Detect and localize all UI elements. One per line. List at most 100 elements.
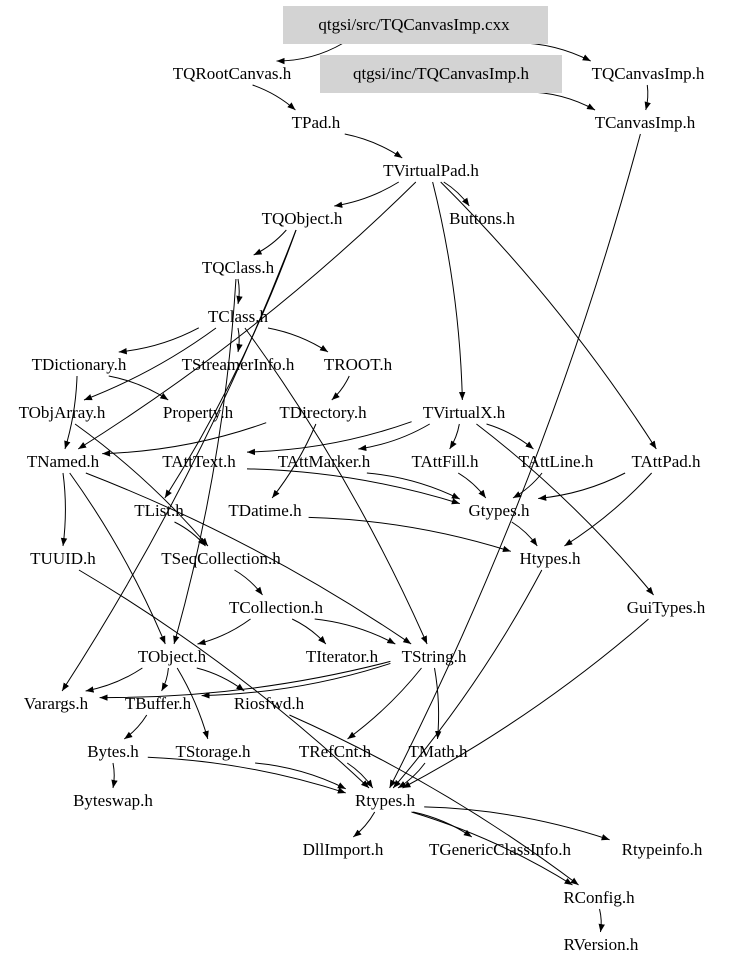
node-tattpad[interactable]: TAttPad.h xyxy=(632,452,701,471)
edge-tdictionary-to-property xyxy=(108,375,169,401)
edge-incimp-to-tcanvasimp xyxy=(520,91,596,111)
node-highlight-box xyxy=(283,6,548,44)
node-label: qtgsi/src/TQCanvasImp.cxx xyxy=(318,15,510,34)
node-tmath[interactable]: TMath.h xyxy=(408,742,468,761)
edge-tvirtualpad-to-buttons xyxy=(443,181,470,207)
node-label: TAttMarker.h xyxy=(278,452,371,471)
node-tseqcollection[interactable]: TSeqCollection.h xyxy=(161,549,281,568)
node-tobjarray[interactable]: TObjArray.h xyxy=(19,403,106,422)
edge-tstring-to-trefcnt xyxy=(347,667,422,740)
node-tobject[interactable]: TObject.h xyxy=(138,647,207,666)
nodes-layer: qtgsi/src/TQCanvasImp.cxx qtgsi/inc/TQCan… xyxy=(19,6,706,954)
node-bytes[interactable]: Bytes.h xyxy=(87,742,139,761)
edge-tobject-to-tstorage xyxy=(176,667,209,740)
node-incimp[interactable]: qtgsi/inc/TQCanvasImp.h xyxy=(320,55,562,93)
node-gtypes[interactable]: Gtypes.h xyxy=(469,501,530,520)
node-tqclass[interactable]: TQClass.h xyxy=(202,258,275,277)
node-tattfill[interactable]: TAttFill.h xyxy=(411,452,479,471)
edge-rtypes-to-rtypeinfo xyxy=(424,806,610,841)
node-tcollection[interactable]: TCollection.h xyxy=(229,598,323,617)
edge-tvirtualx-to-tatttext xyxy=(246,421,412,456)
edge-tnamed-to-tuuid xyxy=(60,472,68,547)
node-tqobject[interactable]: TQObject.h xyxy=(262,209,343,228)
edge-tclass-to-tstring xyxy=(244,327,428,645)
node-tstring[interactable]: TString.h xyxy=(402,647,467,666)
node-titerator[interactable]: TIterator.h xyxy=(306,647,379,666)
node-label: TObject.h xyxy=(138,647,207,666)
node-label: TVirtualPad.h xyxy=(383,161,479,180)
node-label: TQClass.h xyxy=(202,258,275,277)
node-label: TUUID.h xyxy=(30,549,96,568)
edge-tvirtualx-to-tattline xyxy=(486,423,534,450)
node-rtypes[interactable]: Rtypes.h xyxy=(355,791,415,810)
node-guitypes[interactable]: GuiTypes.h xyxy=(627,598,706,617)
node-dllimport[interactable]: DllImport.h xyxy=(303,840,384,859)
node-tdatime[interactable]: TDatime.h xyxy=(228,501,302,520)
edge-tcollection-to-tstring xyxy=(314,618,396,645)
node-tstorage[interactable]: TStorage.h xyxy=(175,742,251,761)
node-tnamed[interactable]: TNamed.h xyxy=(27,452,100,471)
node-varargs[interactable]: Varargs.h xyxy=(24,694,89,713)
node-label: Rtypes.h xyxy=(355,791,415,810)
node-tdirectory[interactable]: TDirectory.h xyxy=(279,403,367,422)
edge-tqclass-to-tobject xyxy=(173,278,237,645)
node-htypes[interactable]: Htypes.h xyxy=(520,549,581,568)
node-rtypeinfo[interactable]: Rtypeinfo.h xyxy=(622,840,703,859)
node-label: TROOT.h xyxy=(324,355,393,374)
node-label: Bytes.h xyxy=(87,742,139,761)
node-buttons[interactable]: Buttons.h xyxy=(449,209,515,228)
node-tvirtualpad[interactable]: TVirtualPad.h xyxy=(383,161,479,180)
edge-tseqcollection-to-tcollection xyxy=(234,569,263,596)
node-label: Property.h xyxy=(163,403,234,422)
node-trefcnt[interactable]: TRefCnt.h xyxy=(299,742,372,761)
node-rversion[interactable]: RVersion.h xyxy=(564,935,639,954)
node-tbuffer[interactable]: TBuffer.h xyxy=(125,694,192,713)
node-tattmarker[interactable]: TAttMarker.h xyxy=(278,452,371,471)
edge-tpad-to-tvirtualpad xyxy=(344,133,403,159)
node-property[interactable]: Property.h xyxy=(163,403,234,422)
node-highlight-box xyxy=(320,55,562,93)
node-label: TAttFill.h xyxy=(411,452,479,471)
node-label: Htypes.h xyxy=(520,549,581,568)
edge-tobject-to-tbuffer xyxy=(161,667,169,692)
edge-rtypes-to-dllimport xyxy=(352,811,376,838)
edges-layer xyxy=(60,42,657,933)
edge-tbuffer-to-bytes xyxy=(123,714,148,740)
node-tqcanvasimp[interactable]: TQCanvasImp.h xyxy=(592,64,705,83)
edge-tuuid-to-rtypes xyxy=(78,569,370,789)
node-label: Gtypes.h xyxy=(469,501,530,520)
edge-tattpad-to-gtypes xyxy=(538,472,626,501)
node-label: TVirtualX.h xyxy=(423,403,506,422)
edge-tvirtualx-to-tattmarker xyxy=(358,423,430,452)
edge-tdirectory-to-tdatime xyxy=(271,423,317,499)
node-tuuid[interactable]: TUUID.h xyxy=(30,549,96,568)
node-tclass[interactable]: TClass.h xyxy=(208,307,268,326)
node-label: TStorage.h xyxy=(175,742,251,761)
node-tqrootcanvas[interactable]: TQRootCanvas.h xyxy=(173,64,292,83)
edge-bytes-to-rtypes xyxy=(147,756,346,794)
edge-tcollection-to-tobject xyxy=(197,618,251,646)
node-cxx[interactable]: qtgsi/src/TQCanvasImp.cxx xyxy=(283,6,548,44)
node-tpad[interactable]: TPad.h xyxy=(292,113,341,132)
edge-gtypes-to-htypes xyxy=(511,521,538,547)
node-label: TRefCnt.h xyxy=(299,742,372,761)
edge-tqobject-to-varargs xyxy=(61,229,297,692)
edge-tnamed-to-tobject xyxy=(69,472,166,645)
edge-tstring-to-varargs xyxy=(99,660,391,701)
node-byteswap[interactable]: Byteswap.h xyxy=(73,791,153,810)
node-tstreamerinfo[interactable]: TStreamerInfo.h xyxy=(182,355,295,374)
node-riosfwd[interactable]: Riosfwd.h xyxy=(234,694,305,713)
node-rconfig[interactable]: RConfig.h xyxy=(563,888,635,907)
node-tdictionary[interactable]: TDictionary.h xyxy=(32,355,127,374)
node-tvirtualx[interactable]: TVirtualX.h xyxy=(423,403,506,422)
node-tgenericclassinfo[interactable]: TGenericClassInfo.h xyxy=(429,840,572,859)
node-tattline[interactable]: TAttLine.h xyxy=(519,452,594,471)
node-tcanvasimp[interactable]: TCanvasImp.h xyxy=(595,113,696,132)
edge-tclass-to-tdictionary xyxy=(118,327,200,355)
node-tatttext[interactable]: TAttText.h xyxy=(162,452,236,471)
edge-tobjarray-to-tseqcollection xyxy=(74,423,209,547)
node-troot[interactable]: TROOT.h xyxy=(324,355,393,374)
node-tlist[interactable]: TList.h xyxy=(134,501,184,520)
edge-tstorage-to-rtypes xyxy=(255,762,347,790)
